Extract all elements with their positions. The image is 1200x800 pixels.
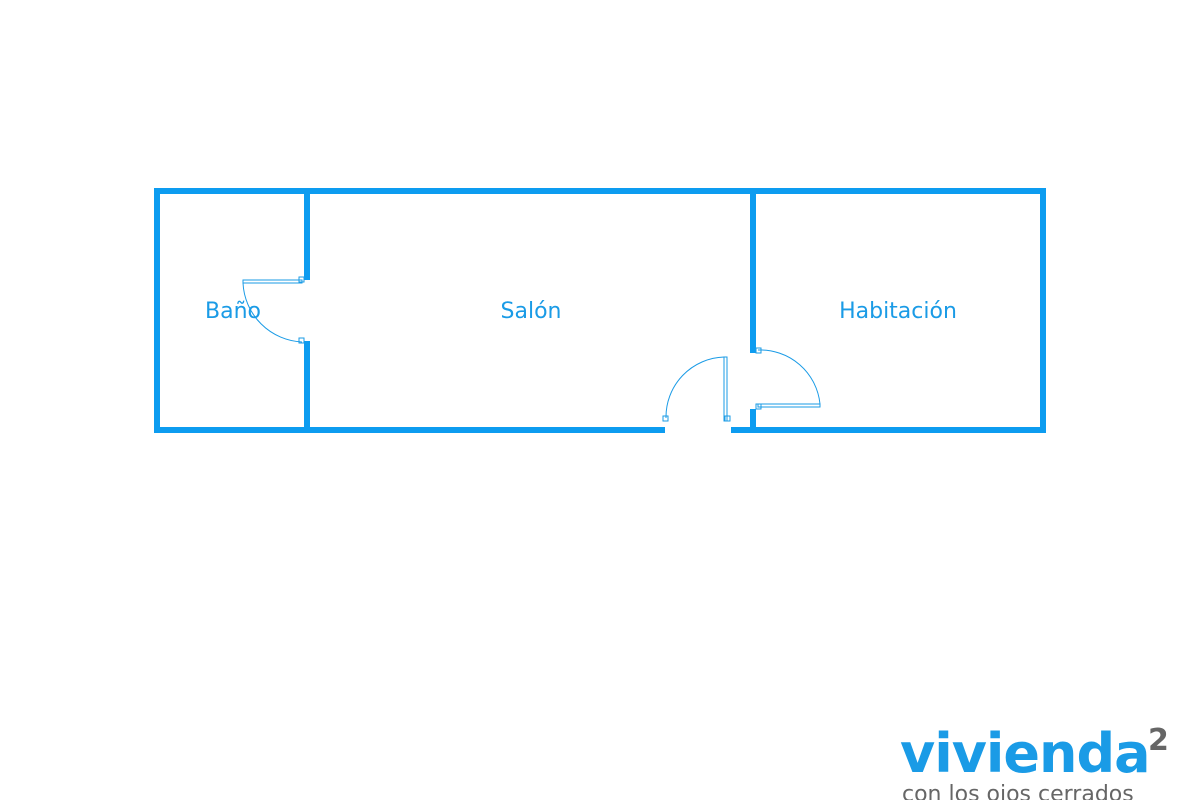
- logo-tagline: con los ojos cerrados: [902, 782, 1134, 800]
- bathroom-door: [242, 276, 305, 344]
- room-label-living-room: Salón: [501, 299, 562, 324]
- walls: [154, 188, 1046, 433]
- logo-superscript: 2: [1148, 723, 1169, 758]
- brand-logo: vivienda 2 con los ojos cerrados: [900, 722, 1200, 800]
- logo-wordmark: vivienda: [900, 722, 1151, 785]
- room-label-bathroom: Baño: [205, 299, 261, 324]
- bedroom-door: [755, 347, 821, 410]
- entrance-door: [662, 356, 731, 422]
- room-label-bedroom: Habitación: [839, 299, 957, 324]
